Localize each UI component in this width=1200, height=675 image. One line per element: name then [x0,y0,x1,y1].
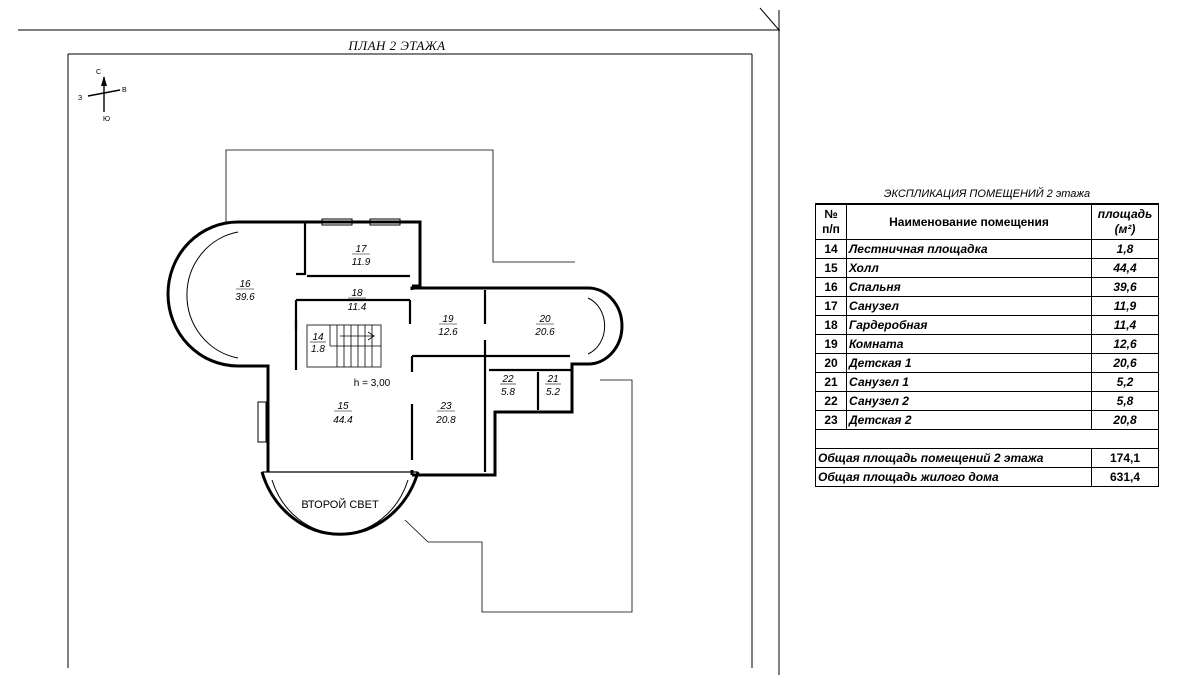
room-18-number: 18 [351,288,363,299]
row-name: Холл [846,258,1092,278]
row-number: 19 [815,334,847,354]
interior-partitions [294,222,572,472]
room-16-area: 39.6 [235,292,255,303]
total-value: 174,1 [1091,448,1159,468]
compass-west: З [78,95,82,102]
compass-icon: С Ю З В [78,69,127,123]
compass-south: Ю [103,116,110,123]
compass-east: В [122,87,127,94]
total-value: 631,4 [1091,467,1159,487]
row-area: 1,8 [1091,239,1159,259]
spacer-row [815,429,1159,449]
header-name: Наименование помещения [846,204,1092,240]
ceiling-height-note: h = 3,00 [354,378,391,389]
room-20-area: 20.6 [534,327,555,338]
spacer-cell [815,429,1159,449]
staircase [306,324,382,368]
row-name: Лестничная площадка [846,239,1092,259]
roof-outline [225,149,633,613]
room-labels: 16 39.6 17 11.9 18 11.4 14 1.8 19 12.6 2… [235,244,561,511]
row-number: 23 [815,410,847,430]
row-name: Санузел [846,296,1092,316]
total-label: Общая площадь помещений 2 этажа [815,448,1092,468]
row-name: Санузел 1 [846,372,1092,392]
header-area: площадь(м²) [1091,204,1159,240]
row-area: 11,4 [1091,315,1159,335]
row-area: 39,6 [1091,277,1159,297]
row-number: 16 [815,277,847,297]
row-number: 18 [815,315,847,335]
room-15-area: 44.4 [333,415,353,426]
window-bands [186,218,606,535]
room-21-area: 5.2 [546,387,560,398]
total-label: Общая площадь жилого дома [815,467,1092,487]
row-number: 20 [815,353,847,373]
row-area: 5,2 [1091,372,1159,392]
row-name: Спальня [846,277,1092,297]
row-area: 11,9 [1091,296,1159,316]
row-name: Гардеробная [846,315,1092,335]
room-19-area: 12.6 [438,327,458,338]
room-16-number: 16 [239,279,251,290]
row-area: 5,8 [1091,391,1159,411]
row-area: 20,6 [1091,353,1159,373]
row-number: 15 [815,258,847,278]
row-area: 12,6 [1091,334,1159,354]
row-number: 21 [815,372,847,392]
row-name: Санузел 2 [846,391,1092,411]
compass-north: С [96,69,101,76]
room-19-number: 19 [442,314,454,325]
row-number: 14 [815,239,847,259]
room-21-number: 21 [546,374,558,385]
room-23-area: 20.8 [435,415,456,426]
room-14-area: 1.8 [311,344,325,355]
plan-title: ПЛАН 2 ЭТАЖА [347,38,445,53]
room-22-number: 22 [501,374,514,385]
row-number: 22 [815,391,847,411]
room-20-number: 20 [538,314,551,325]
row-name: Детская 1 [846,353,1092,373]
room-22-area: 5.8 [501,387,515,398]
room-14-number: 14 [312,332,324,343]
row-name: Детская 2 [846,410,1092,430]
room-15-number: 15 [337,401,349,412]
room-23-number: 23 [439,401,452,412]
row-name: Комната [846,334,1092,354]
row-area: 20,8 [1091,410,1159,430]
row-number: 17 [815,296,847,316]
room-17-number: 17 [355,244,367,255]
room-17-area: 11.9 [352,257,371,268]
room-18-area: 11.4 [348,302,367,313]
sheet-frame [18,7,780,675]
row-area: 44,4 [1091,258,1159,278]
explication-title: ЭКСПЛИКАЦИЯ ПОМЕЩЕНИЙ 2 этажа [815,186,1159,204]
second-light-label: ВТОРОЙ СВЕТ [301,498,379,511]
